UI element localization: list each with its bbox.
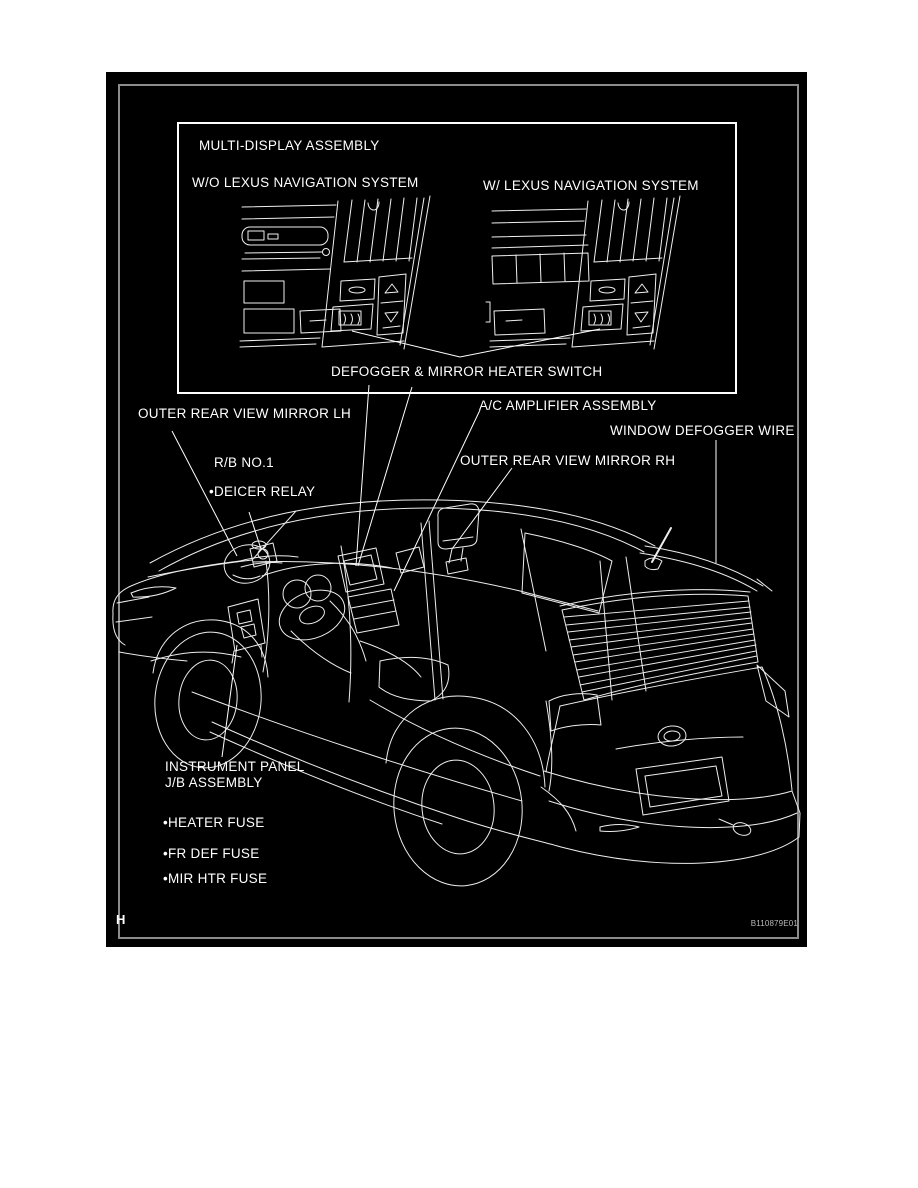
steering-wheel — [278, 589, 346, 641]
leader-lines — [171, 328, 717, 758]
leader-defogger-switch — [351, 328, 601, 358]
label-fr-def-fuse: •FR DEF FUSE — [163, 846, 260, 861]
leader-multi-display-right — [357, 386, 413, 567]
label-outer-mirror-rh: OUTER REAR VIEW MIRROR RH — [460, 453, 676, 468]
taillight-left — [548, 693, 602, 732]
rear-wheel — [393, 727, 523, 887]
label-deicer-relay: •DEICER RELAY — [209, 484, 316, 499]
panel-with-nav-art — [485, 195, 681, 350]
leader-mirror-lh — [171, 430, 238, 557]
relay-block-unit — [249, 540, 278, 568]
defogger-grid — [563, 600, 758, 693]
vent-slats — [343, 197, 418, 263]
label-instrument-panel-line1: INSTRUMENT PANEL — [165, 759, 305, 774]
mirror-rh — [437, 503, 480, 550]
leader-mirror-rh — [451, 467, 513, 550]
multi-display-unit — [337, 547, 385, 593]
multi-display-inset-box — [177, 122, 737, 394]
exhaust-tip — [732, 822, 752, 836]
arrow-down-icon — [384, 311, 399, 323]
leader-multi-display-left — [355, 384, 370, 567]
variant-with-nav-label: W/ LEXUS NAVIGATION SYSTEM — [483, 178, 699, 193]
headlamp — [130, 586, 177, 598]
rear-emblem — [657, 725, 687, 747]
defogger-switch-cluster — [580, 273, 657, 336]
label-instrument-panel-jb: INSTRUMENT PANEL J/B ASSEMBLY — [165, 759, 305, 791]
arrow-up-icon — [384, 283, 399, 294]
ac-amplifier-unit — [395, 546, 425, 574]
vehicle-art — [112, 499, 801, 887]
leader-instrument-jb — [221, 644, 238, 758]
taillight-right — [756, 664, 790, 718]
defogger-switch-label: DEFOGGER & MIRROR HEATER SWITCH — [331, 364, 603, 379]
mirror-lh — [223, 544, 271, 584]
figure-code: B110879E01 — [750, 919, 798, 928]
variant-without-nav-label: W/O LEXUS NAVIGATION SYSTEM — [192, 175, 419, 190]
label-ac-amplifier: A/C AMPLIFIER ASSEMBLY — [479, 398, 657, 413]
leader-ac-amplifier — [393, 409, 481, 592]
vent-slats — [593, 197, 668, 263]
defogger-switch-icon — [588, 310, 612, 326]
license-recess — [635, 756, 730, 816]
arrow-up-icon — [634, 283, 649, 294]
diagram-inner-border — [118, 84, 799, 939]
instrument-panel-jb-unit — [227, 598, 266, 664]
panel-without-nav-art — [239, 195, 431, 350]
label-heater-fuse: •HEATER FUSE — [163, 815, 265, 830]
defogger-switch-cluster — [330, 273, 407, 336]
rear-window — [561, 593, 759, 701]
label-relay-block: R/B NO.1 — [214, 455, 274, 470]
leader-deicer-relay — [248, 511, 262, 550]
defogger-switch-icon — [338, 310, 362, 326]
label-mir-htr-fuse: •MIR HTR FUSE — [163, 871, 268, 886]
page-marker: H — [116, 912, 126, 927]
label-window-defogger-wire: WINDOW DEFOGGER WIRE — [610, 423, 795, 438]
antenna — [651, 527, 672, 563]
front-wheel — [154, 631, 262, 769]
cd-slot — [241, 226, 329, 246]
label-instrument-panel-line2: J/B ASSEMBLY — [165, 775, 263, 790]
inset-title: MULTI-DISPLAY ASSEMBLY — [199, 138, 380, 153]
label-outer-mirror-lh: OUTER REAR VIEW MIRROR LH — [138, 406, 352, 421]
arrow-down-icon — [634, 311, 649, 323]
